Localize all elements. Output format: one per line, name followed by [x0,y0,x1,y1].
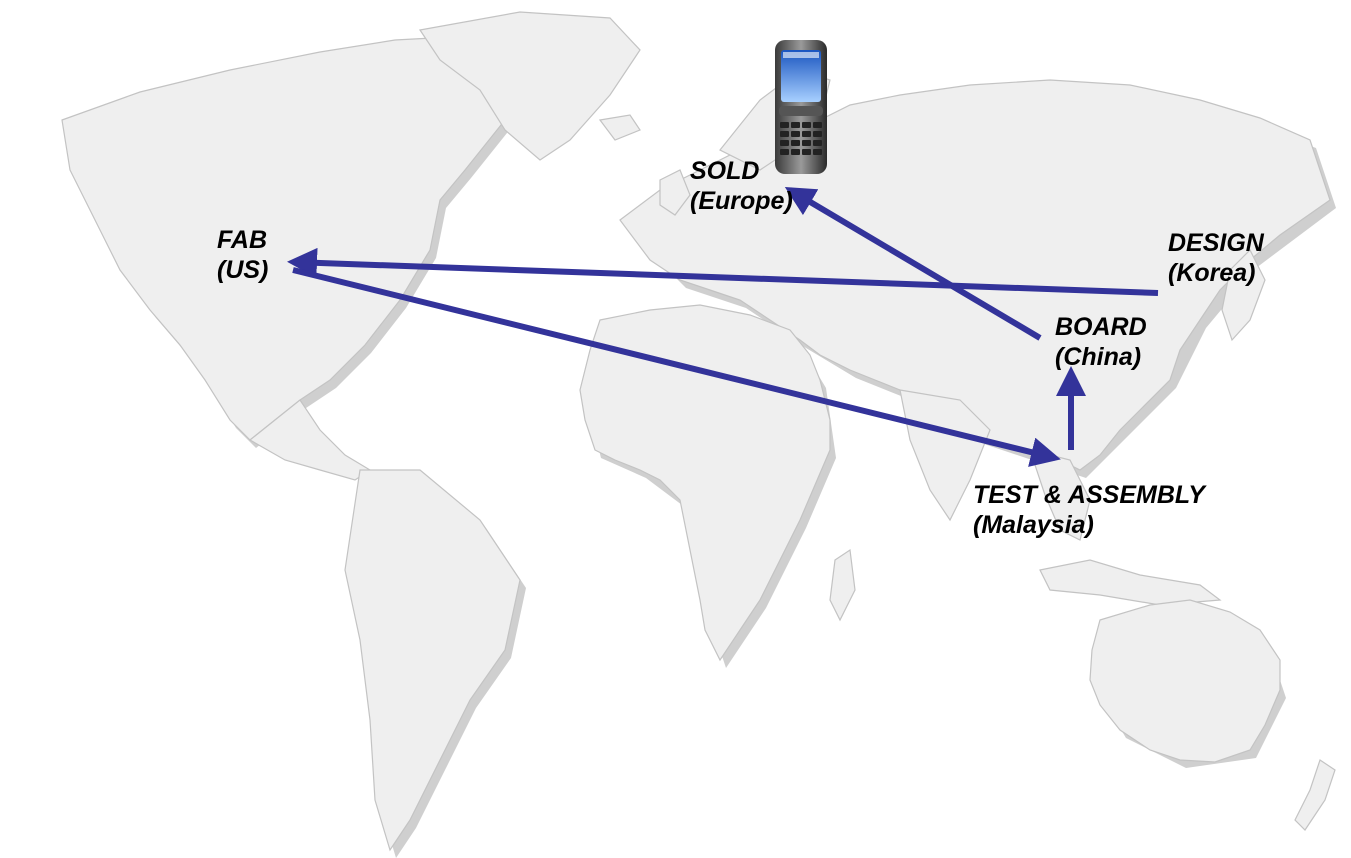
route-board-to-sold [784,186,1042,341]
central-america [248,399,372,481]
japan [1221,248,1266,342]
label-sold: SOLD (Europe) [690,156,793,216]
label-fab-stage: FAB [217,226,267,254]
label-test-region: (Malaysia) [973,511,1094,539]
madagascar [829,548,856,622]
iceland [598,114,641,141]
route-design-to-fab [287,247,1159,296]
label-board-stage: BOARD [1055,313,1147,341]
southeast-asia [1029,449,1091,541]
label-board-region: (China) [1055,343,1142,371]
label-fab-region: (US) [217,256,269,284]
label-sold-stage: SOLD [690,157,760,185]
label-board: BOARD (China) [1055,312,1147,372]
australia [1089,599,1281,763]
label-test-assembly: TEST & ASSEMBLY (Malaysia) [973,480,1205,540]
label-test-stage: TEST & ASSEMBLY [973,481,1205,509]
smartphone-icon [775,40,827,174]
landmasses [61,11,1336,852]
label-fab: FAB (US) [217,225,268,285]
new-zealand [1294,759,1336,831]
route-fab-to-test [292,267,1061,467]
africa [579,304,831,662]
supply-chain-routes [287,186,1159,467]
label-sold-region: (Europe) [690,187,793,215]
indonesia [1039,559,1222,606]
label-design: DESIGN (Korea) [1168,228,1264,288]
north-america [61,35,521,441]
greenland [418,11,641,161]
south-america [344,469,521,852]
eurasia [619,79,1331,471]
uk [659,169,691,216]
label-design-region: (Korea) [1168,259,1256,287]
label-design-stage: DESIGN [1168,229,1264,257]
